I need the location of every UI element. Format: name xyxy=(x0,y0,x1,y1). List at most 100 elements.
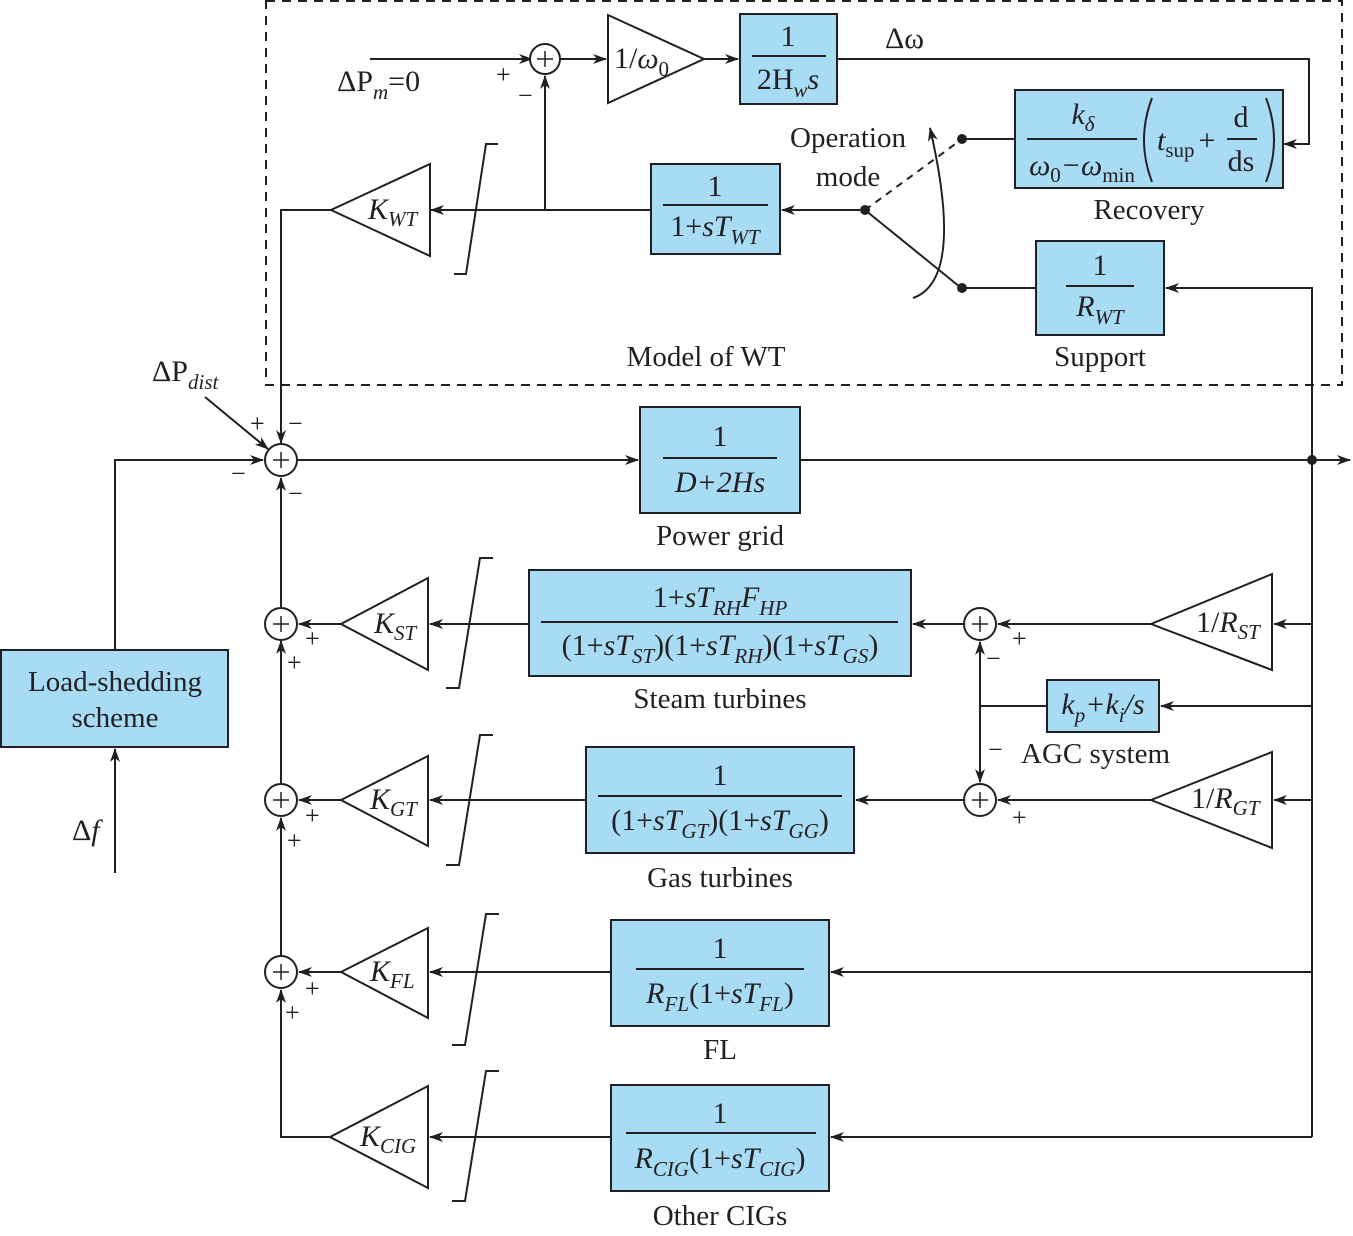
support-num: 1 xyxy=(1093,249,1108,282)
k-gt-label: KGT xyxy=(369,783,418,821)
load-shedding-line1: Load-shedding xyxy=(28,666,202,698)
wt-model-frame xyxy=(265,0,1343,386)
inv-omega0-gain xyxy=(607,13,707,105)
k-fl-label: KFL xyxy=(369,955,415,993)
wt-lag-den: 1+sTWT xyxy=(670,210,761,249)
disturbance-arrow xyxy=(204,396,269,450)
st-acc-sign-right: + xyxy=(305,624,320,653)
steam-turbine-num: 1+sTRHFHP xyxy=(653,581,788,620)
fl-acc-sign-bottom: + xyxy=(285,998,300,1027)
support-den: RWT xyxy=(1075,290,1125,329)
wt-summing-junction xyxy=(529,43,561,75)
k-wt-to-main-sum xyxy=(276,209,331,444)
fl-label: FL xyxy=(703,1034,737,1066)
steam-turbines-label: Steam turbines xyxy=(633,683,806,715)
load-shedding-line2: scheme xyxy=(72,702,159,734)
gas-turbines-label: Gas turbines xyxy=(647,862,793,894)
switch-contact-recovery[interactable] xyxy=(957,134,967,144)
st-gov-sign-plus: + xyxy=(1012,624,1027,653)
gt-acc-sign-right: + xyxy=(305,801,320,830)
gas-turbine-block xyxy=(585,746,855,854)
k-fl-gain xyxy=(338,926,429,1020)
operation-mode-label-1: Operation xyxy=(790,122,906,154)
droop-st-label: 1/RST xyxy=(1196,606,1261,644)
main-sum-sign-minus-top: − xyxy=(288,409,303,438)
main-sum-sign-minus-left: − xyxy=(231,459,246,488)
gas-turbine-num: 1 xyxy=(713,759,728,792)
st-summing-junction xyxy=(264,607,298,641)
gt-gov-sign-minus: − xyxy=(988,735,1003,764)
cig-den: RCIG(1+sTCIG) xyxy=(634,1142,806,1181)
acc-cig-to-fl xyxy=(276,989,330,1138)
fl-summing-junction xyxy=(264,955,298,989)
recovery-tsup: tsup+ xyxy=(1157,124,1215,162)
agc-label: AGC system xyxy=(1021,738,1170,770)
load-shed-input-label: Δf xyxy=(72,814,103,847)
wt-lag-num: 1 xyxy=(708,170,723,203)
cig-block xyxy=(610,1084,830,1192)
k-cig-label: KCIG xyxy=(359,1120,416,1158)
fl-acc-sign-right: + xyxy=(305,974,320,1003)
wt-sum-sign-plus: + xyxy=(496,60,511,89)
fl-num: 1 xyxy=(713,932,728,965)
agc-expr: kp+ki/s xyxy=(1061,688,1144,727)
wt-model-title: Model of WT xyxy=(627,341,786,373)
k-wt-gain xyxy=(328,162,431,258)
k-gt-gain xyxy=(338,754,429,848)
delta-omega-feedback xyxy=(837,58,1310,149)
st-gov-sign-minus: − xyxy=(986,644,1001,673)
gt-governor-summing-junction xyxy=(963,783,997,817)
load-shed-to-sum xyxy=(114,455,264,650)
switch-alt-position xyxy=(864,141,959,211)
gt-gov-sign-plus: + xyxy=(1012,803,1027,832)
recovery-d-den: ds xyxy=(1228,145,1255,178)
cig-num: 1 xyxy=(713,1097,728,1130)
paren-left xyxy=(1143,97,1153,183)
recovery-label: Recovery xyxy=(1093,194,1205,226)
power-grid-label: Power grid xyxy=(656,520,785,552)
k-cig-gain xyxy=(327,1084,429,1190)
paren-right xyxy=(1265,97,1275,183)
wt-inertia-block xyxy=(739,13,838,105)
gt-summing-junction xyxy=(264,783,298,817)
other-cigs-label: Other CIGs xyxy=(653,1200,788,1232)
wt-inertia-num: 1 xyxy=(781,20,796,53)
main-sum-sign-minus-bottom: − xyxy=(288,479,303,508)
recovery-d-num: d xyxy=(1234,101,1249,134)
wt-input-label: ΔPm=0 xyxy=(337,65,420,104)
k-st-label: KST xyxy=(373,607,418,645)
delta-omega-label: Δω xyxy=(885,22,924,55)
wt-inertia-den: 2Hws xyxy=(757,63,819,102)
df-to-support xyxy=(1165,283,1313,460)
power-grid-num: 1 xyxy=(713,420,728,453)
wt-sum-sign-minus: − xyxy=(518,81,533,110)
droop-gt-label: 1/RGT xyxy=(1191,782,1261,820)
k-wt-label: KWT xyxy=(367,193,419,231)
support-label: Support xyxy=(1054,341,1146,373)
fl-den: RFL(1+sTFL) xyxy=(645,977,794,1016)
st-acc-sign-bottom: + xyxy=(287,648,302,677)
droop-gt-gain xyxy=(1148,750,1273,850)
disturbance-label: ΔPdist xyxy=(152,355,219,394)
droop-st-gain xyxy=(1148,572,1273,672)
switch-mode-arrow xyxy=(912,127,946,299)
power-grid-den: D+2Hs xyxy=(674,466,765,499)
load-shedding-block xyxy=(0,649,229,748)
recovery-num: kδ xyxy=(1071,98,1095,136)
operation-mode-label-2: mode xyxy=(816,161,880,193)
main-summing-junction xyxy=(264,443,298,477)
fl-block xyxy=(610,919,830,1027)
recovery-den: ω0−ωmin xyxy=(1029,149,1135,187)
wt-lag-block xyxy=(650,163,781,255)
support-block xyxy=(1035,240,1165,336)
inv-omega0-label: 1/ω0 xyxy=(614,42,669,81)
k-st-gain xyxy=(338,576,429,672)
main-sum-sign-plus: + xyxy=(250,409,265,438)
gas-turbine-den: (1+sTGT)(1+sTGG) xyxy=(611,804,829,843)
gt-acc-sign-bottom: + xyxy=(287,826,302,855)
st-governor-summing-junction xyxy=(963,607,997,641)
switch-arm[interactable] xyxy=(864,209,961,288)
fl-limiter xyxy=(452,913,499,1046)
steam-turbine-den: (1+sTST)(1+sTRH)(1+sTGS) xyxy=(562,629,879,668)
